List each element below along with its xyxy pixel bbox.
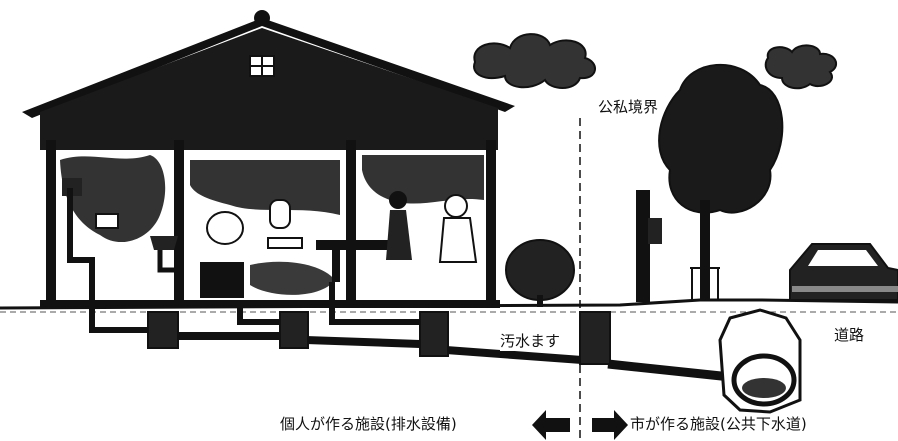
bush xyxy=(505,239,575,307)
private-facility-label: 個人が作る施設(排水設備) xyxy=(280,415,457,433)
sewage-basin-label: 汚水ます xyxy=(500,330,561,351)
public-facility-label: 市が作る施設(公共下水道) xyxy=(630,415,807,433)
house xyxy=(22,10,515,308)
sewer-main xyxy=(718,308,802,414)
road-label: 道路 xyxy=(834,326,865,344)
sewage-basins xyxy=(147,311,611,365)
tree xyxy=(658,63,784,300)
arrow-right xyxy=(592,410,628,440)
cloud-right xyxy=(764,44,838,90)
car xyxy=(789,243,898,301)
arrow-left xyxy=(532,410,570,440)
cloud-left xyxy=(473,33,596,89)
drain-pipes xyxy=(67,188,741,383)
boundary-label: 公私境界 xyxy=(598,98,659,116)
utility-post xyxy=(636,190,650,302)
